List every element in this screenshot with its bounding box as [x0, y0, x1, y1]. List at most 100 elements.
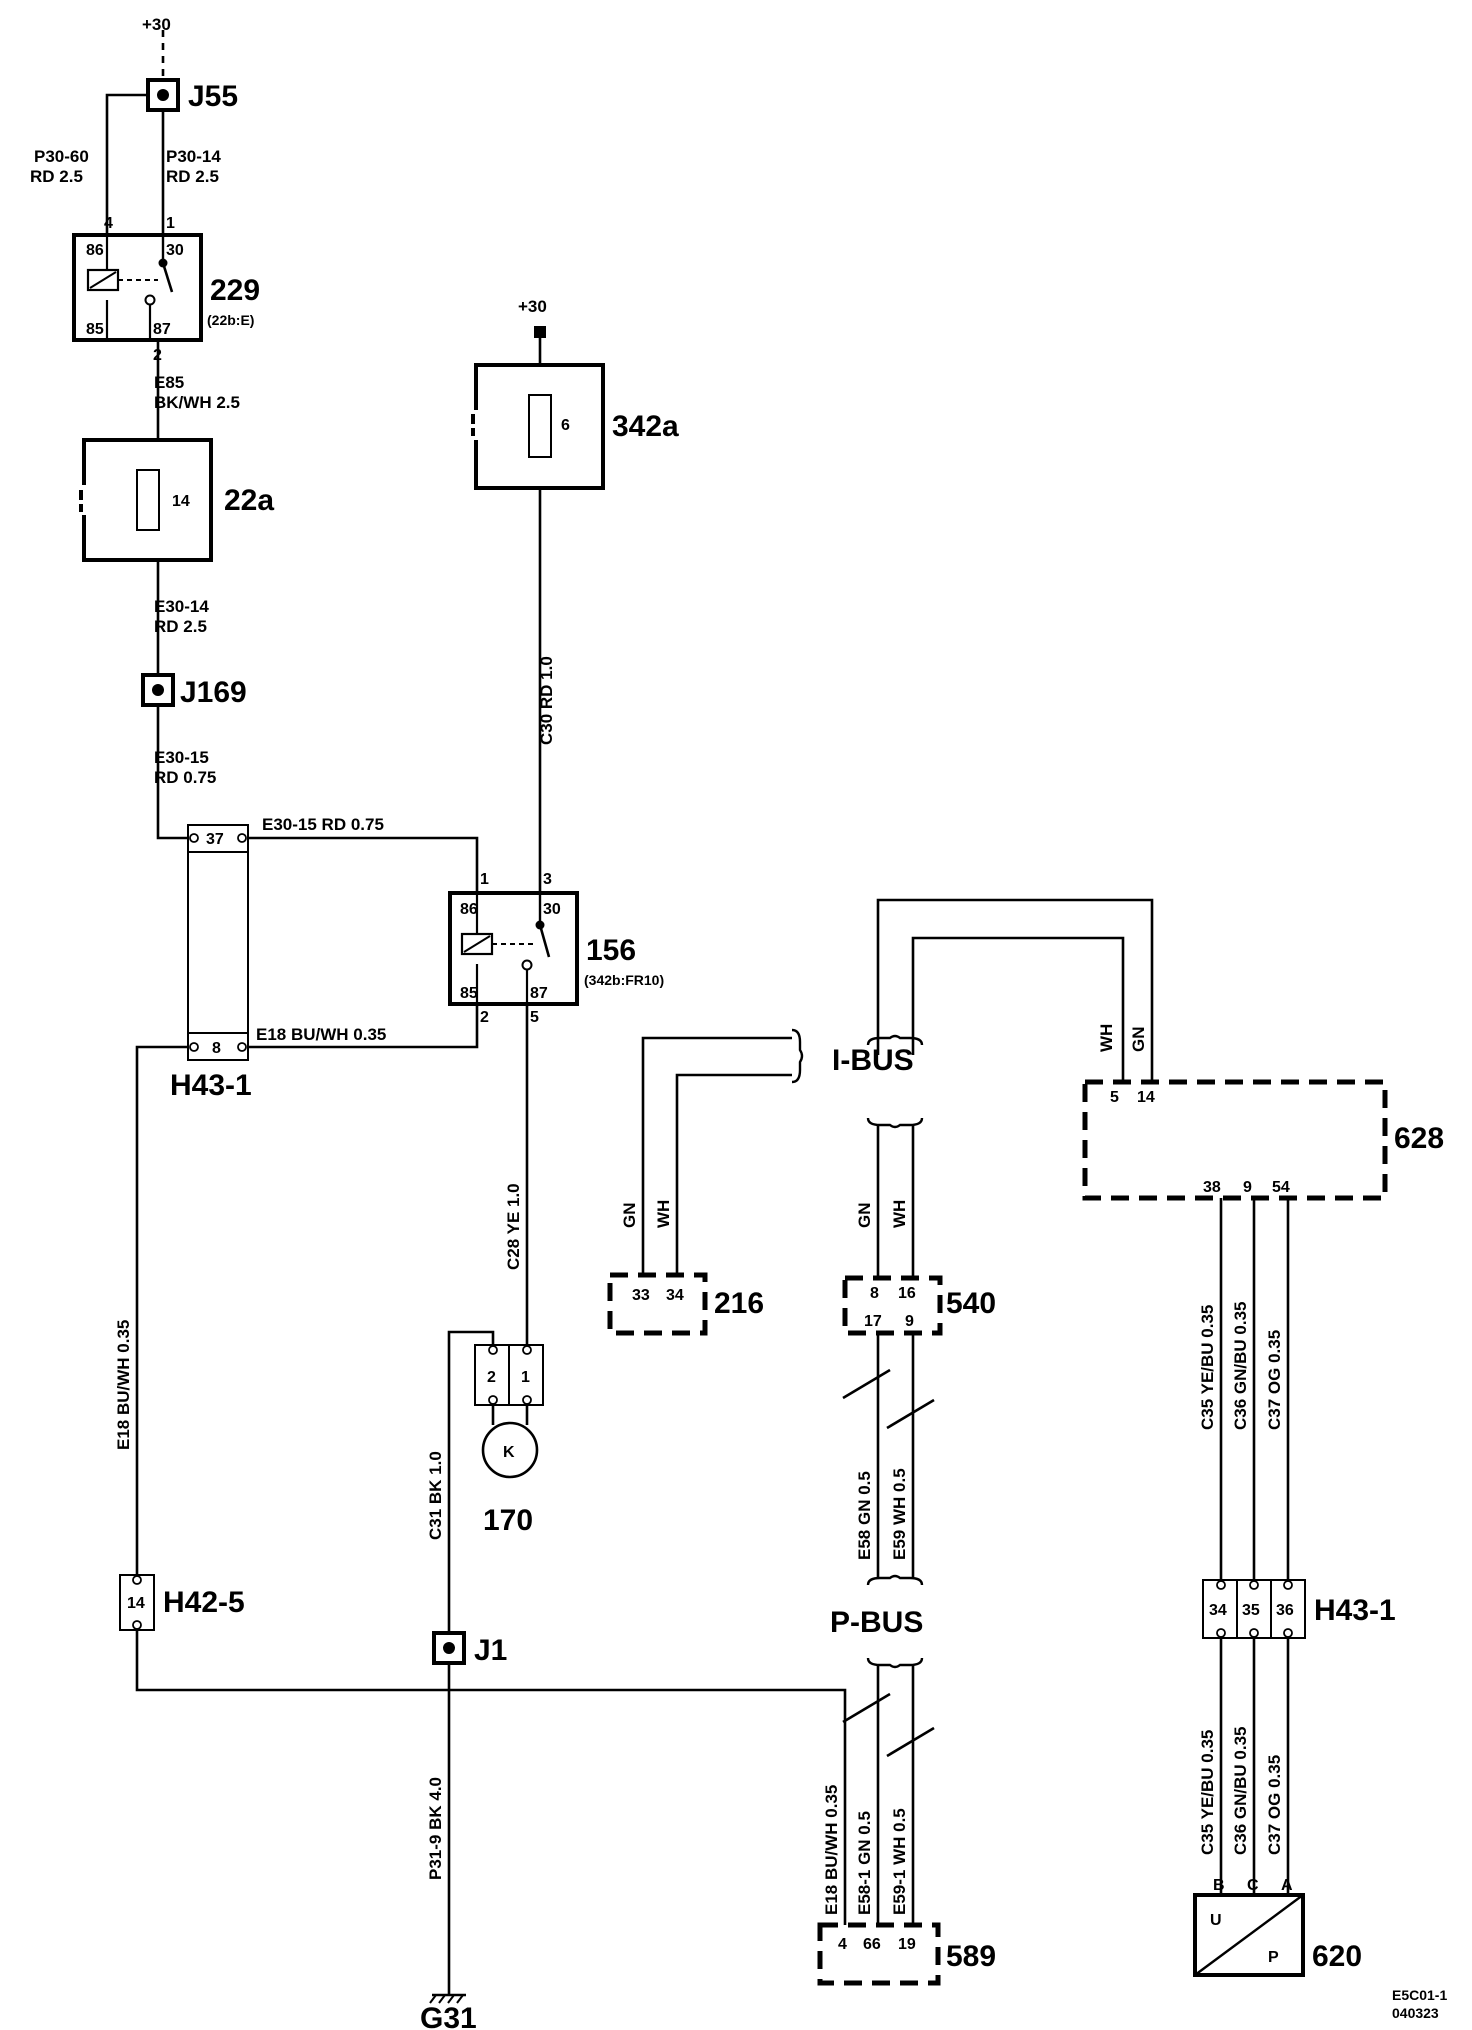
- relay-156-sub: (342b:FR10): [584, 972, 664, 988]
- footer-date: 040323: [1392, 2005, 1439, 2021]
- wire-c36-upper: C36 GN/BU 0.35: [1231, 1302, 1250, 1431]
- sensor-620-pin-c: C: [1247, 1877, 1259, 1894]
- fuse-22a-id: 22a: [224, 484, 274, 517]
- module-628-pin-54: 54: [1272, 1179, 1290, 1196]
- sensor-620-id: 620: [1312, 1940, 1362, 1973]
- relay-156-terminal-3: 3: [543, 871, 552, 888]
- wire-c30-label: C30 RD 1.0: [537, 656, 556, 745]
- h43-1-left-pin-8: 8: [212, 1040, 221, 1057]
- wire-c35-upper: C35 YE/BU 0.35: [1198, 1305, 1217, 1430]
- module-628-id: 628: [1394, 1122, 1444, 1155]
- wire-628-gn: GN: [1129, 1027, 1148, 1053]
- fuse-342a-id: 342a: [612, 410, 679, 443]
- splice-j169: J169: [141, 673, 247, 709]
- connector-540-id: 540: [946, 1287, 996, 1320]
- wire-540-wh: WH: [890, 1200, 909, 1228]
- supply-plus30-top: +30: [142, 15, 171, 34]
- bus-break-brackets: [791, 1028, 924, 1669]
- h43-1-left-id: H43-1: [170, 1069, 252, 1102]
- h42-5-pin-14: 14: [127, 1595, 145, 1612]
- ibus-label: I-BUS: [832, 1044, 914, 1077]
- relay-156-terminal-2: 2: [480, 1009, 489, 1026]
- wire-e85-spec: BK/WH 2.5: [154, 393, 240, 412]
- h43-1-left-pin-37: 37: [206, 831, 224, 848]
- relay-156-pin-85: 85: [460, 985, 478, 1002]
- fuse-22a-number: 14: [172, 493, 190, 510]
- relay-156-pin-86: 86: [460, 901, 478, 918]
- connector-216-pin-33: 33: [632, 1287, 650, 1304]
- wire-c37-lower: C37 OG 0.35: [1265, 1755, 1284, 1855]
- fuse-342a-number: 6: [561, 417, 570, 434]
- wire-e30-15-id: E30-15: [154, 748, 209, 767]
- relay-229-terminal-4: 4: [104, 215, 113, 232]
- wire-e30-15-spec: RD 0.75: [154, 768, 216, 787]
- splice-j1-label: J1: [474, 1634, 507, 1667]
- footer-code: E5C01-1: [1392, 1987, 1447, 2003]
- motor-label: K: [503, 1444, 515, 1461]
- connector-589: 4 66 19 589: [817, 1922, 996, 1986]
- h43-1-right-pin-36: 36: [1276, 1602, 1294, 1619]
- relay-229-terminal-1: 1: [166, 215, 175, 232]
- relay-156-terminal-1: 1: [480, 871, 489, 888]
- wire-e30-15-horizontal: E30-15 RD 0.75: [262, 815, 384, 834]
- relay-229-pin-85: 85: [86, 321, 104, 338]
- ground-g31: G31: [420, 1993, 477, 2030]
- wire-c31-label: C31 BK 1.0: [426, 1451, 445, 1540]
- module-628-pin-14: 14: [1137, 1089, 1155, 1106]
- connector-216-pin-34: 34: [666, 1287, 684, 1304]
- wire-e30-14-spec: RD 2.5: [154, 617, 207, 636]
- wire-e30-14-id: E30-14: [154, 597, 209, 616]
- wire-e58-1-label: E58-1 GN 0.5: [855, 1811, 874, 1915]
- relay-229-sub: (22b:E): [207, 312, 254, 328]
- motor-icon: [481, 1421, 539, 1479]
- wire-e59-1-label: E59-1 WH 0.5: [890, 1808, 909, 1915]
- wire-e18-horizontal: E18 BU/WH 0.35: [256, 1025, 386, 1044]
- connector-540-pin-8: 8: [870, 1285, 879, 1302]
- h43-1-right-pin-35: 35: [1242, 1602, 1260, 1619]
- module-628-pin-9: 9: [1243, 1179, 1252, 1196]
- connector-h43-1-left: 37 8 H43-1: [170, 824, 252, 1102]
- connector-h43-1-right: 34 35 36 H43-1: [1202, 1579, 1396, 1639]
- connector-540-pin-17: 17: [864, 1313, 882, 1330]
- fuse-342a: 6 342a: [471, 363, 679, 490]
- wire-628-wh: WH: [1097, 1024, 1116, 1052]
- wires: [105, 30, 1290, 1995]
- component-170-id: 170: [483, 1504, 533, 1537]
- relay-156-pin-87: 87: [530, 985, 548, 1002]
- twisted-pair-marks: [842, 1368, 935, 1758]
- module-628-pin-38: 38: [1203, 1179, 1221, 1196]
- relay-229-terminal-2: 2: [153, 347, 162, 364]
- splice-j169-label: J169: [180, 676, 247, 709]
- wire-c35-lower: C35 YE/BU 0.35: [1198, 1730, 1217, 1855]
- h43-1-right-pin-34: 34: [1209, 1602, 1227, 1619]
- wire-p31-9-label: P31-9 BK 4.0: [426, 1777, 445, 1880]
- sensor-620-pin-b: B: [1213, 1877, 1225, 1894]
- splice-j1: J1: [432, 1631, 507, 1667]
- h42-5-id: H42-5: [163, 1586, 245, 1619]
- wire-216-wh: WH: [654, 1200, 673, 1228]
- relay-229-id: 229: [210, 274, 260, 307]
- wire-e58-label: E58 GN 0.5: [855, 1471, 874, 1560]
- sensor-620-p: P: [1268, 1949, 1279, 1966]
- connector-216: 33 34 216: [607, 1272, 764, 1336]
- fuse-22a: 14 22a: [79, 438, 274, 562]
- wire-p30-60-spec: RD 2.5: [30, 167, 83, 186]
- relay-229-pin-30: 30: [166, 242, 184, 259]
- component-170: 2 1 K 170: [474, 1344, 544, 1537]
- wire-540-gn: GN: [855, 1203, 874, 1229]
- connector-540-pin-9: 9: [905, 1313, 914, 1330]
- splice-j55: J55: [146, 78, 238, 113]
- sensor-620: B C A U P 620: [1193, 1877, 1362, 1977]
- relay-156-terminal-5: 5: [530, 1009, 539, 1026]
- connector-216-id: 216: [714, 1287, 764, 1320]
- wire-p30-14-spec: RD 2.5: [166, 167, 219, 186]
- wire-c37-upper: C37 OG 0.35: [1265, 1330, 1284, 1430]
- wire-e85-id: E85: [154, 373, 184, 392]
- relay-229: 86 30 85 87 229 (22b:E): [72, 233, 260, 342]
- wire-p30-14-id: P30-14: [166, 147, 221, 166]
- wire-c28-label: C28 YE 1.0: [504, 1183, 523, 1270]
- wire-e59-label: E59 WH 0.5: [890, 1468, 909, 1560]
- component-170-pin-2: 2: [487, 1369, 496, 1386]
- wire-216-gn: GN: [620, 1203, 639, 1229]
